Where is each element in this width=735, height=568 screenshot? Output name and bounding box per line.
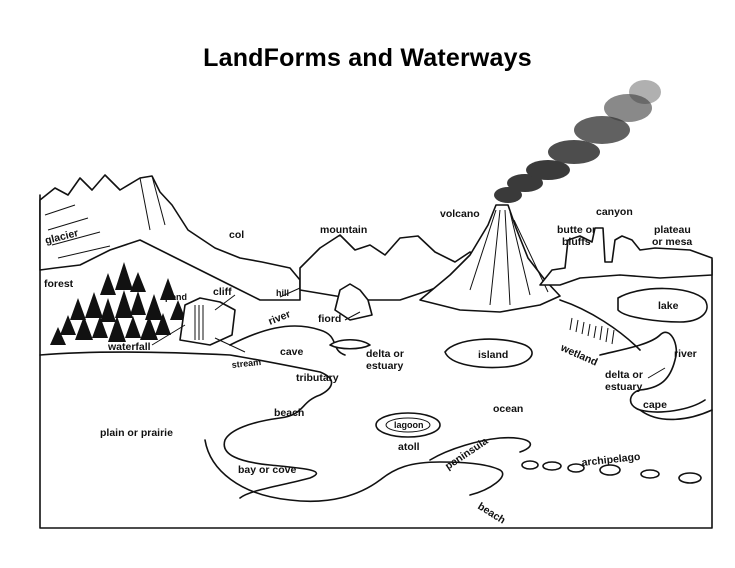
label-waterfall: waterfall <box>107 341 151 353</box>
label-canyon: canyon <box>596 206 633 218</box>
lake-shape <box>617 287 708 323</box>
right-coastline <box>559 299 713 421</box>
label-cliff: cliff <box>213 286 232 298</box>
pointer-lines <box>151 287 666 379</box>
label-forest: forest <box>44 278 74 290</box>
label-wetland: wetland <box>558 341 600 368</box>
fiord-cliffs <box>334 283 373 321</box>
label-mountain: mountain <box>320 224 367 236</box>
label-plateau-2: or mesa <box>652 236 692 248</box>
lagoon-ring <box>385 417 431 433</box>
label-river-left: river <box>267 308 293 328</box>
label-col: col <box>229 229 244 241</box>
wetland-reeds <box>569 317 615 345</box>
label-delta-left: delta or <box>366 348 404 360</box>
volcano-cone <box>419 204 561 313</box>
label-tributary: tributary <box>296 372 339 384</box>
delta-islands <box>329 338 371 350</box>
label-butte-2: bluffs <box>562 236 591 248</box>
label-cape: cape <box>643 399 667 411</box>
volcano-ridges <box>469 209 549 306</box>
archipelago-islands <box>521 460 702 484</box>
diagram-title: LandForms and Waterways <box>203 44 532 72</box>
label-delta-left-2: estuary <box>366 360 404 372</box>
label-beach-top: beach <box>274 407 304 419</box>
main-coastline <box>39 351 333 499</box>
label-plain: plain or prairie <box>100 427 173 439</box>
label-butte: butte or <box>557 224 596 236</box>
cliff-rock <box>179 297 236 346</box>
label-cave: cave <box>280 346 304 358</box>
mountains-left <box>39 174 301 301</box>
label-island: island <box>478 349 508 361</box>
label-volcano: volcano <box>440 208 480 220</box>
label-lake: lake <box>658 300 679 312</box>
label-plateau: plateau <box>654 224 691 236</box>
forest-trees <box>50 262 186 345</box>
label-ocean: ocean <box>493 403 523 415</box>
label-peninsula: peninsula <box>443 435 490 472</box>
label-atoll: atoll <box>398 441 420 453</box>
waterfall-lines <box>194 305 204 340</box>
label-bay: bay or cove <box>238 464 297 476</box>
atoll-ring <box>375 412 441 438</box>
label-delta-right-2: estuary <box>605 381 643 393</box>
butte-canyon-plateau <box>539 227 713 286</box>
peninsula-shore <box>429 436 532 461</box>
island-shape <box>444 338 533 369</box>
label-pond: pond <box>165 292 187 302</box>
label-hill: hill <box>276 288 289 298</box>
river-right-channel <box>599 331 706 413</box>
label-stream: stream <box>231 357 261 370</box>
label-delta-right: delta or <box>605 369 643 381</box>
label-river-right: river <box>674 348 697 360</box>
scene-frame <box>39 194 713 529</box>
volcano-smoke <box>494 80 661 203</box>
label-fiord: fiord <box>318 313 341 325</box>
label-lagoon: lagoon <box>394 420 424 430</box>
label-beach-bottom: beach <box>475 500 507 526</box>
bay-shore <box>204 439 504 503</box>
glacier-streaks <box>44 175 166 259</box>
